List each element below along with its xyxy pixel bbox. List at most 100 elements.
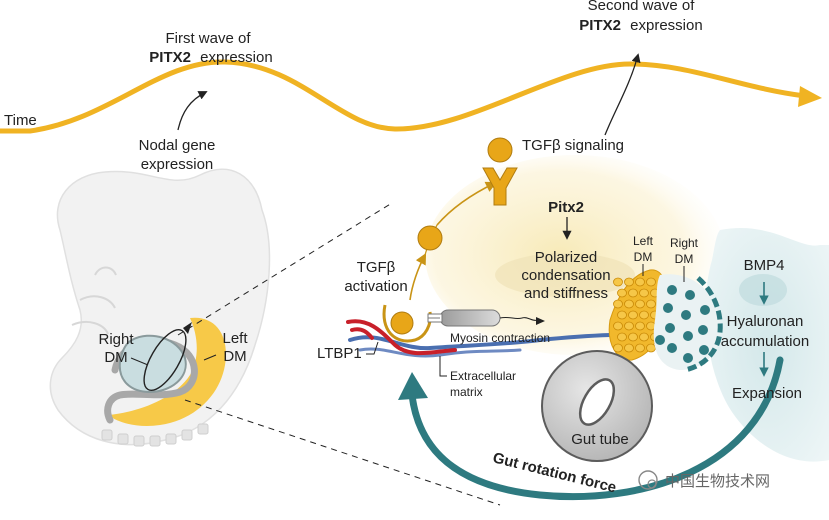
ltbp1-leader: [366, 341, 379, 355]
left-dm-cell: [646, 277, 656, 287]
first-wave-gene: PITX2: [149, 49, 191, 66]
embryo-somites: [101, 423, 209, 447]
left-dm-cell: [635, 321, 645, 331]
left-dm-cells: [613, 277, 660, 353]
mech-right-dm-line1: Right: [670, 236, 699, 250]
first-wave-label-line1: First wave of: [165, 30, 251, 47]
hyaluronan-line2: accumulation: [721, 333, 809, 350]
embryo: [49, 168, 271, 447]
left-dm-cell: [617, 310, 627, 320]
zoom-line-top: [177, 202, 393, 336]
nodal-arrow: [177, 91, 208, 131]
left-dm-cell: [617, 288, 627, 298]
myosin: [427, 309, 545, 327]
left-dm-cell: [624, 299, 634, 309]
ecm-leader: [439, 356, 447, 377]
ltbp1-fiber: [346, 319, 457, 356]
right-dm-cell: [683, 353, 693, 363]
second-wave-label-line1: Second wave of: [588, 0, 696, 14]
time-axis-label: Time: [4, 112, 37, 129]
left-dm-cell: [624, 343, 634, 353]
embryo-left-dm-leader: [203, 354, 217, 361]
left-dm-cell: [646, 343, 656, 353]
watermark-icon: [638, 470, 658, 490]
first-wave-label-line2: PITX2 expression: [149, 49, 272, 66]
bmp4-label: BMP4: [744, 257, 785, 274]
polarized-line3: and stiffness: [524, 285, 608, 302]
ltbp1-label: LTBP1: [317, 345, 362, 362]
ltbp1-cradle: [382, 304, 432, 343]
polarized-blob: [495, 253, 635, 297]
right-dm-cell: [667, 285, 677, 295]
right-dm-cell: [698, 325, 708, 335]
tgfb-ball-bound: [390, 311, 414, 335]
right-dm-cell: [663, 303, 673, 313]
first-wave-suffix: expression: [200, 49, 273, 66]
tgfb-ball-released: [417, 225, 443, 251]
right-dm-cells: [655, 285, 710, 363]
left-dm-cell: [613, 343, 623, 353]
activation-arrow-2: [436, 181, 498, 226]
mech-left-dm-line2: DM: [634, 250, 653, 264]
embryo-rotation-arrowhead: [183, 322, 192, 334]
left-dm-cell: [635, 277, 645, 287]
right-dm-cell: [681, 310, 691, 320]
bmp-region: [705, 227, 829, 462]
polarized-line1: Polarized: [535, 249, 598, 266]
right-dm-cell: [683, 331, 693, 341]
tgfb-activation-line2: activation: [344, 278, 407, 295]
left-dm-cell: [613, 299, 623, 309]
embryo-left-dm-line1: Left: [222, 330, 248, 347]
right-dm-cell: [700, 305, 710, 315]
hyaluronan-line1: Hyaluronan: [727, 313, 804, 330]
ecm-line2: matrix: [450, 385, 483, 399]
ecm-fiber-red-tail: [350, 327, 374, 340]
ecm-line1: Extracellular: [450, 369, 516, 383]
gut-tube-lumen: [578, 378, 616, 426]
left-dm-cell: [613, 277, 623, 287]
timeline-wave: [0, 59, 808, 134]
watermark-text: 中国生物技术网: [665, 473, 770, 490]
right-dm-cell: [655, 335, 665, 345]
pitx2-label: Pitx2: [548, 199, 584, 216]
ecm-fiber-blue-2: [358, 347, 522, 358]
left-dm-cell: [639, 310, 649, 320]
right-dm-border: [684, 276, 723, 373]
myosin-label: Myosin contraction: [450, 331, 550, 345]
polarized-line2: condensation: [521, 267, 610, 284]
expansion-label: Expansion: [732, 385, 802, 402]
left-dm-cell: [639, 288, 649, 298]
left-dm-cell: [617, 332, 627, 342]
embryo-right-dm-leader: [130, 357, 149, 366]
timeline-arrowhead: [798, 86, 822, 107]
embryo-right-dm-line2: DM: [104, 349, 127, 366]
left-dm-cell: [613, 321, 623, 331]
watermark-icon-dot: [647, 479, 657, 489]
right-dm-cell: [665, 323, 675, 333]
left-dm-cell: [624, 277, 634, 287]
activation-arrow-1: [409, 253, 427, 301]
nodal-label-line2: expression: [141, 156, 214, 173]
left-dm-cell: [639, 332, 649, 342]
second-wave-gene: PITX2: [579, 17, 621, 34]
tgfb-ball-receptor: [487, 137, 513, 163]
gut-rotation-arrow: [408, 356, 784, 501]
second-wave-label-line2: PITX2 expression: [579, 17, 702, 34]
tgfb-signaling-label: TGFβ signaling: [522, 137, 624, 154]
embryo-left-dm-line2: DM: [223, 348, 246, 365]
right-dm-cell: [699, 345, 709, 355]
left-dm-cell: [635, 299, 645, 309]
mech-left-dm-line1: Left: [633, 234, 654, 248]
left-dm-cell: [628, 310, 638, 320]
nodal-label-line1: Nodal gene: [139, 137, 216, 154]
embryo-left-dm: [108, 317, 226, 426]
left-dm-cell: [635, 343, 645, 353]
bmp-inner: [739, 274, 787, 306]
tgfb-receptor: [482, 167, 518, 206]
gut-tube-label: Gut tube: [571, 431, 629, 448]
left-dm-cell: [628, 288, 638, 298]
embryo-rotation-ellipse: [143, 329, 187, 391]
right-dm-cell: [667, 343, 677, 353]
left-dm-cell: [646, 299, 656, 309]
